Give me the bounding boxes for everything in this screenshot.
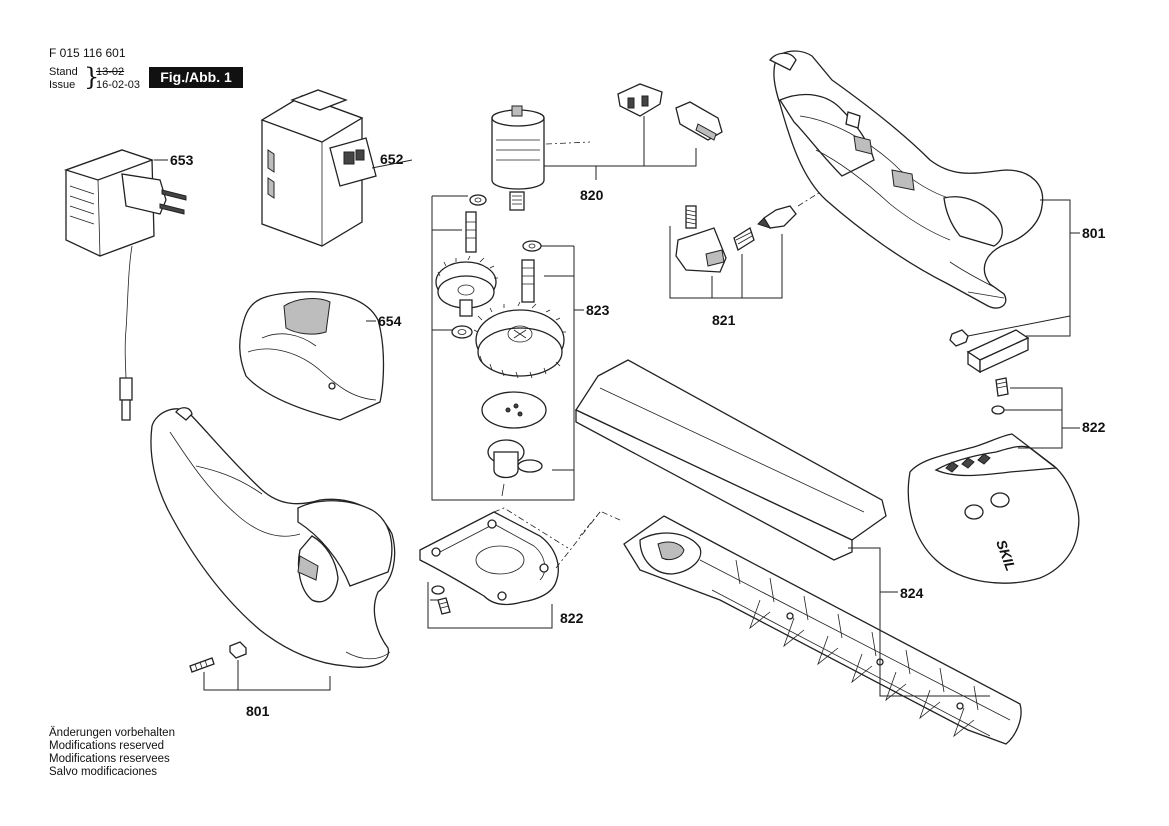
front-cover-822[interactable] (907, 433, 1080, 584)
note-en: Modifications reserved (49, 740, 165, 752)
part-number-822-top: 822 (1082, 419, 1106, 435)
battery-652[interactable] (260, 89, 377, 247)
housing-right-801[interactable] (769, 50, 1044, 309)
screw-822-top[interactable] (995, 377, 1009, 397)
note-fr: Modifications reservees (49, 753, 170, 765)
switch-terminal-820b[interactable] (675, 101, 723, 141)
part-number-824: 824 (900, 585, 924, 601)
note-de: Änderungen vorbehalten (49, 727, 175, 739)
blade-guard-824[interactable] (575, 359, 887, 561)
switch-set-821[interactable] (675, 205, 797, 273)
document-number: F 015 116 601 (49, 46, 126, 60)
part-number-823: 823 (586, 302, 610, 318)
issue-label: Issue (49, 79, 76, 91)
nut-801-bottom[interactable] (229, 641, 247, 659)
modification-notes: Änderungen vorbehalten Modifications res… (49, 727, 175, 779)
switch-terminal-820a[interactable] (617, 83, 663, 117)
issue-value: 16-02-03 (96, 79, 141, 91)
part-number-821: 821 (712, 312, 736, 328)
motor-820[interactable] (491, 105, 545, 211)
part-number-801-right: 801 (1082, 225, 1106, 241)
part-number-652: 652 (380, 151, 404, 167)
part-number-653: 653 (170, 152, 194, 168)
base-plate-822[interactable] (419, 511, 559, 606)
lock-bar-801[interactable] (966, 329, 1030, 374)
washer-822-bottom[interactable] (431, 585, 445, 595)
screw-822-bottom[interactable] (437, 597, 451, 615)
stand-label: Stand (49, 66, 78, 78)
housing-left-801[interactable] (150, 407, 396, 668)
gear-set-823[interactable] (431, 194, 575, 501)
charger-653[interactable] (63, 149, 187, 421)
part-number-822-bottom: 822 (560, 610, 584, 626)
part-number-820: 820 (580, 187, 604, 203)
part-number-801-left: 801 (246, 703, 270, 719)
nut-801-right[interactable] (949, 329, 969, 347)
part-number-654: 654 (378, 313, 402, 329)
brace-icon: } (84, 63, 100, 91)
screw-801-bottom[interactable] (189, 657, 215, 673)
figure-badge: Fig./Abb. 1 (149, 67, 243, 88)
washer-822-top[interactable] (991, 405, 1005, 415)
charger-base-654[interactable] (239, 291, 385, 421)
note-es: Salvo modificaciones (49, 766, 158, 778)
stand-value: 13-02 (96, 66, 125, 78)
cutting-blade-824[interactable] (623, 515, 1022, 745)
